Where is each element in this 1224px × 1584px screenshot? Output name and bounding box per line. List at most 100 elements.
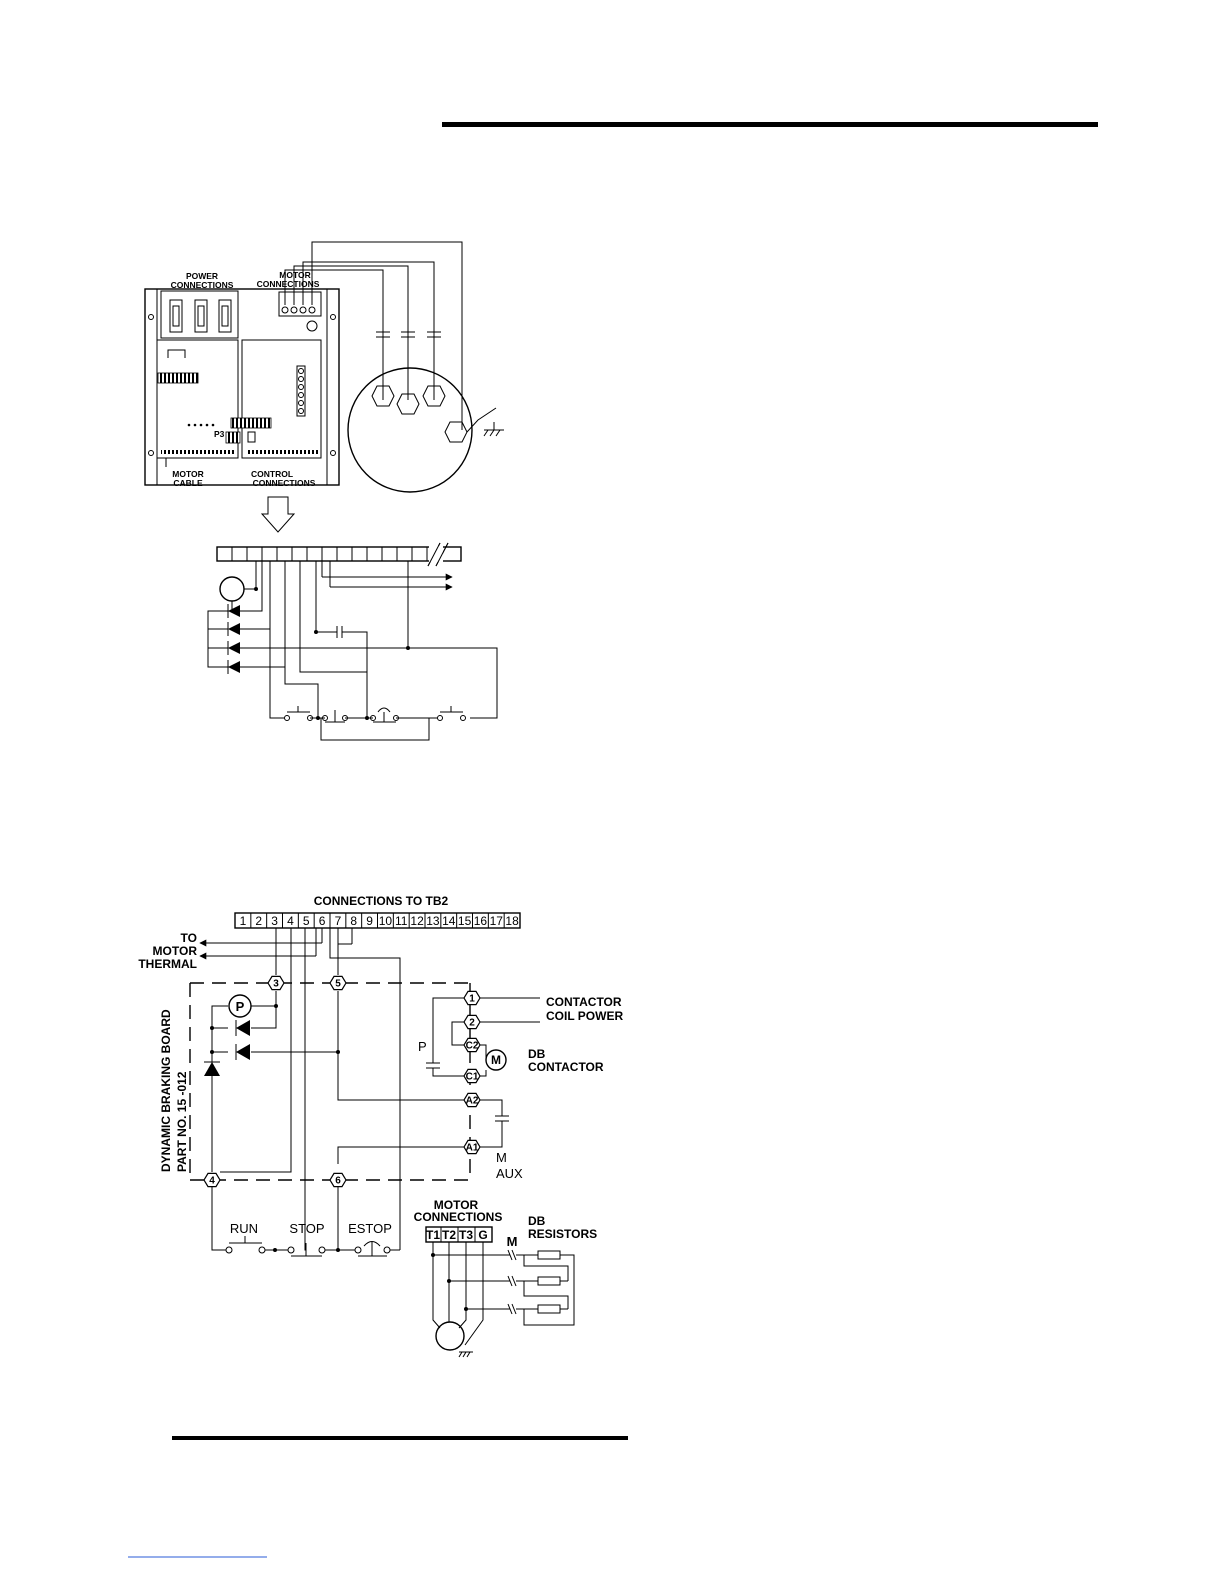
board-label: DYNAMIC BRAKING BOARD <box>159 1009 173 1172</box>
tb2-terminal-9: 9 <box>366 914 373 928</box>
tb2-terminal-2: 2 <box>255 914 262 928</box>
ground-wire <box>466 407 497 433</box>
tb2-terminal-3: 3 <box>271 914 278 928</box>
power-fuse-holders <box>169 299 232 333</box>
motor-terminal-t2: T2 <box>442 1228 456 1242</box>
tb2-terminal-5: 5 <box>303 914 310 928</box>
hex-node-n3 <box>267 975 285 991</box>
pilot-lamp-icon <box>219 576 245 602</box>
p-contact-label: P <box>418 1039 427 1054</box>
tb2-terminal-16: 16 <box>474 914 488 928</box>
tb2-terminal-17: 17 <box>490 914 504 928</box>
tb2-terminal-7: 7 <box>335 914 342 928</box>
hex-node-n6 <box>329 1172 347 1188</box>
motor-lead-hex <box>371 385 395 407</box>
motor-lead-t1 <box>432 1255 441 1329</box>
motor-cable-label: MOTOR <box>172 469 203 479</box>
db-resistors-label: DB <box>528 1214 546 1228</box>
motor-terminal-t3: T3 <box>459 1228 473 1242</box>
hex-node-label-a2: A2 <box>466 1096 479 1107</box>
hex-node-a1 <box>463 1139 481 1155</box>
p-coil-label: P <box>236 999 245 1014</box>
control-board <box>241 339 322 459</box>
stop-button-label: STOP <box>289 1221 324 1236</box>
hex-node-label-n4: 4 <box>209 1176 215 1187</box>
motor-connections-label-2: CONNECTIONS <box>257 279 320 289</box>
control-connections-label: CONTROL <box>251 469 293 479</box>
run-stop-estop-buttons <box>225 1236 391 1257</box>
run-button-label: RUN <box>230 1221 258 1236</box>
motor-connections-label-2: CONNECTIONS <box>414 1210 503 1224</box>
hex-node-n1 <box>463 990 481 1006</box>
hex-node-label-n1: 1 <box>469 994 475 1005</box>
power-connections-label-2: CONNECTIONS <box>171 280 234 290</box>
m-aux-label: M <box>496 1150 507 1165</box>
motor-terminal-block <box>278 291 322 317</box>
ribbon-connector <box>157 372 199 384</box>
to-motor-thermal-label-3: THERMAL <box>138 957 197 971</box>
p3-ribbon-connector <box>230 417 272 429</box>
control-connections-label-2: CONNECTIONS <box>253 478 316 488</box>
footer-rule <box>172 1436 628 1440</box>
db-resistor-network <box>431 1242 575 1326</box>
motor-terminal-t1: T1 <box>426 1228 440 1242</box>
tb2-terminal-6: 6 <box>319 914 326 928</box>
estop-button-label: ESTOP <box>348 1221 392 1236</box>
db-contactor-coil-icon <box>485 1049 507 1071</box>
power-connections-label: POWER <box>186 271 218 281</box>
hex-node-label-c1: C1 <box>466 1072 479 1083</box>
hex-node-n5 <box>329 975 347 991</box>
hex-node-c2 <box>463 1037 481 1053</box>
hex-node-a2 <box>463 1092 481 1108</box>
tb2-terminal-dividers <box>231 547 428 561</box>
tb2-terminal-12: 12 <box>410 914 424 928</box>
hex-node-label-n3: 3 <box>273 979 279 990</box>
tb2-terminal-18: 18 <box>505 914 519 928</box>
hex-node-label-n2: 2 <box>469 1018 475 1029</box>
tb2-terminal-14: 14 <box>442 914 456 928</box>
motor-connections-label: MOTOR <box>434 1198 479 1212</box>
db-motor-icon <box>435 1321 465 1351</box>
motor-circle <box>347 367 473 493</box>
db-contactor-label: DB <box>528 1047 546 1061</box>
contactor-coil-power-label-2: COIL POWER <box>546 1009 623 1023</box>
board-part-number: PART NO. 15 -012 <box>175 1071 189 1172</box>
m-contacts-label: M <box>507 1234 518 1249</box>
p3-label: P3 <box>214 429 225 439</box>
tb2-terminal-1: 1 <box>240 914 247 928</box>
drive-chassis <box>144 288 340 486</box>
hex-node-c1 <box>463 1068 481 1084</box>
tb2-connections-title: CONNECTIONS TO TB2 <box>314 894 449 908</box>
drive-wiring-diagram: P3 POWER CONNECTIONS MOTOR CONNECTIONS M… <box>144 241 504 741</box>
tb2-terminal-strip <box>216 546 462 562</box>
m-aux-label-2: AUX <box>496 1166 523 1181</box>
hex-node-n4 <box>203 1172 221 1188</box>
to-motor-thermal-label: TO <box>181 931 197 945</box>
drive-control-wiring <box>207 561 498 741</box>
hex-node-label-n6: 6 <box>335 1176 341 1187</box>
tb2-terminal-4: 4 <box>287 914 294 928</box>
power-board <box>156 339 239 459</box>
braking-diodes <box>204 1020 250 1076</box>
tb2-terminal-10: 10 <box>379 914 393 928</box>
db-resistors-label-2: RESISTORS <box>528 1227 597 1241</box>
down-arrow-icon <box>260 496 296 533</box>
motor-leads <box>284 241 463 430</box>
motor-connections-label: MOTOR <box>279 270 310 280</box>
header-rule <box>442 122 1098 127</box>
motor-terminal-block <box>425 1226 493 1243</box>
hex-node-label-n5: 5 <box>335 979 341 990</box>
motor-terminal-g: G <box>478 1228 487 1242</box>
pushbutton-group <box>284 706 466 723</box>
to-motor-thermal-label-2: MOTOR <box>153 944 198 958</box>
p-coil-icon <box>228 994 252 1018</box>
motor-cable-label-2: CABLE <box>173 478 203 488</box>
contactor-coil-power-label: CONTACTOR <box>546 995 622 1009</box>
hex-node-label-c2: C2 <box>466 1041 479 1052</box>
power-terminal-block <box>160 290 239 339</box>
